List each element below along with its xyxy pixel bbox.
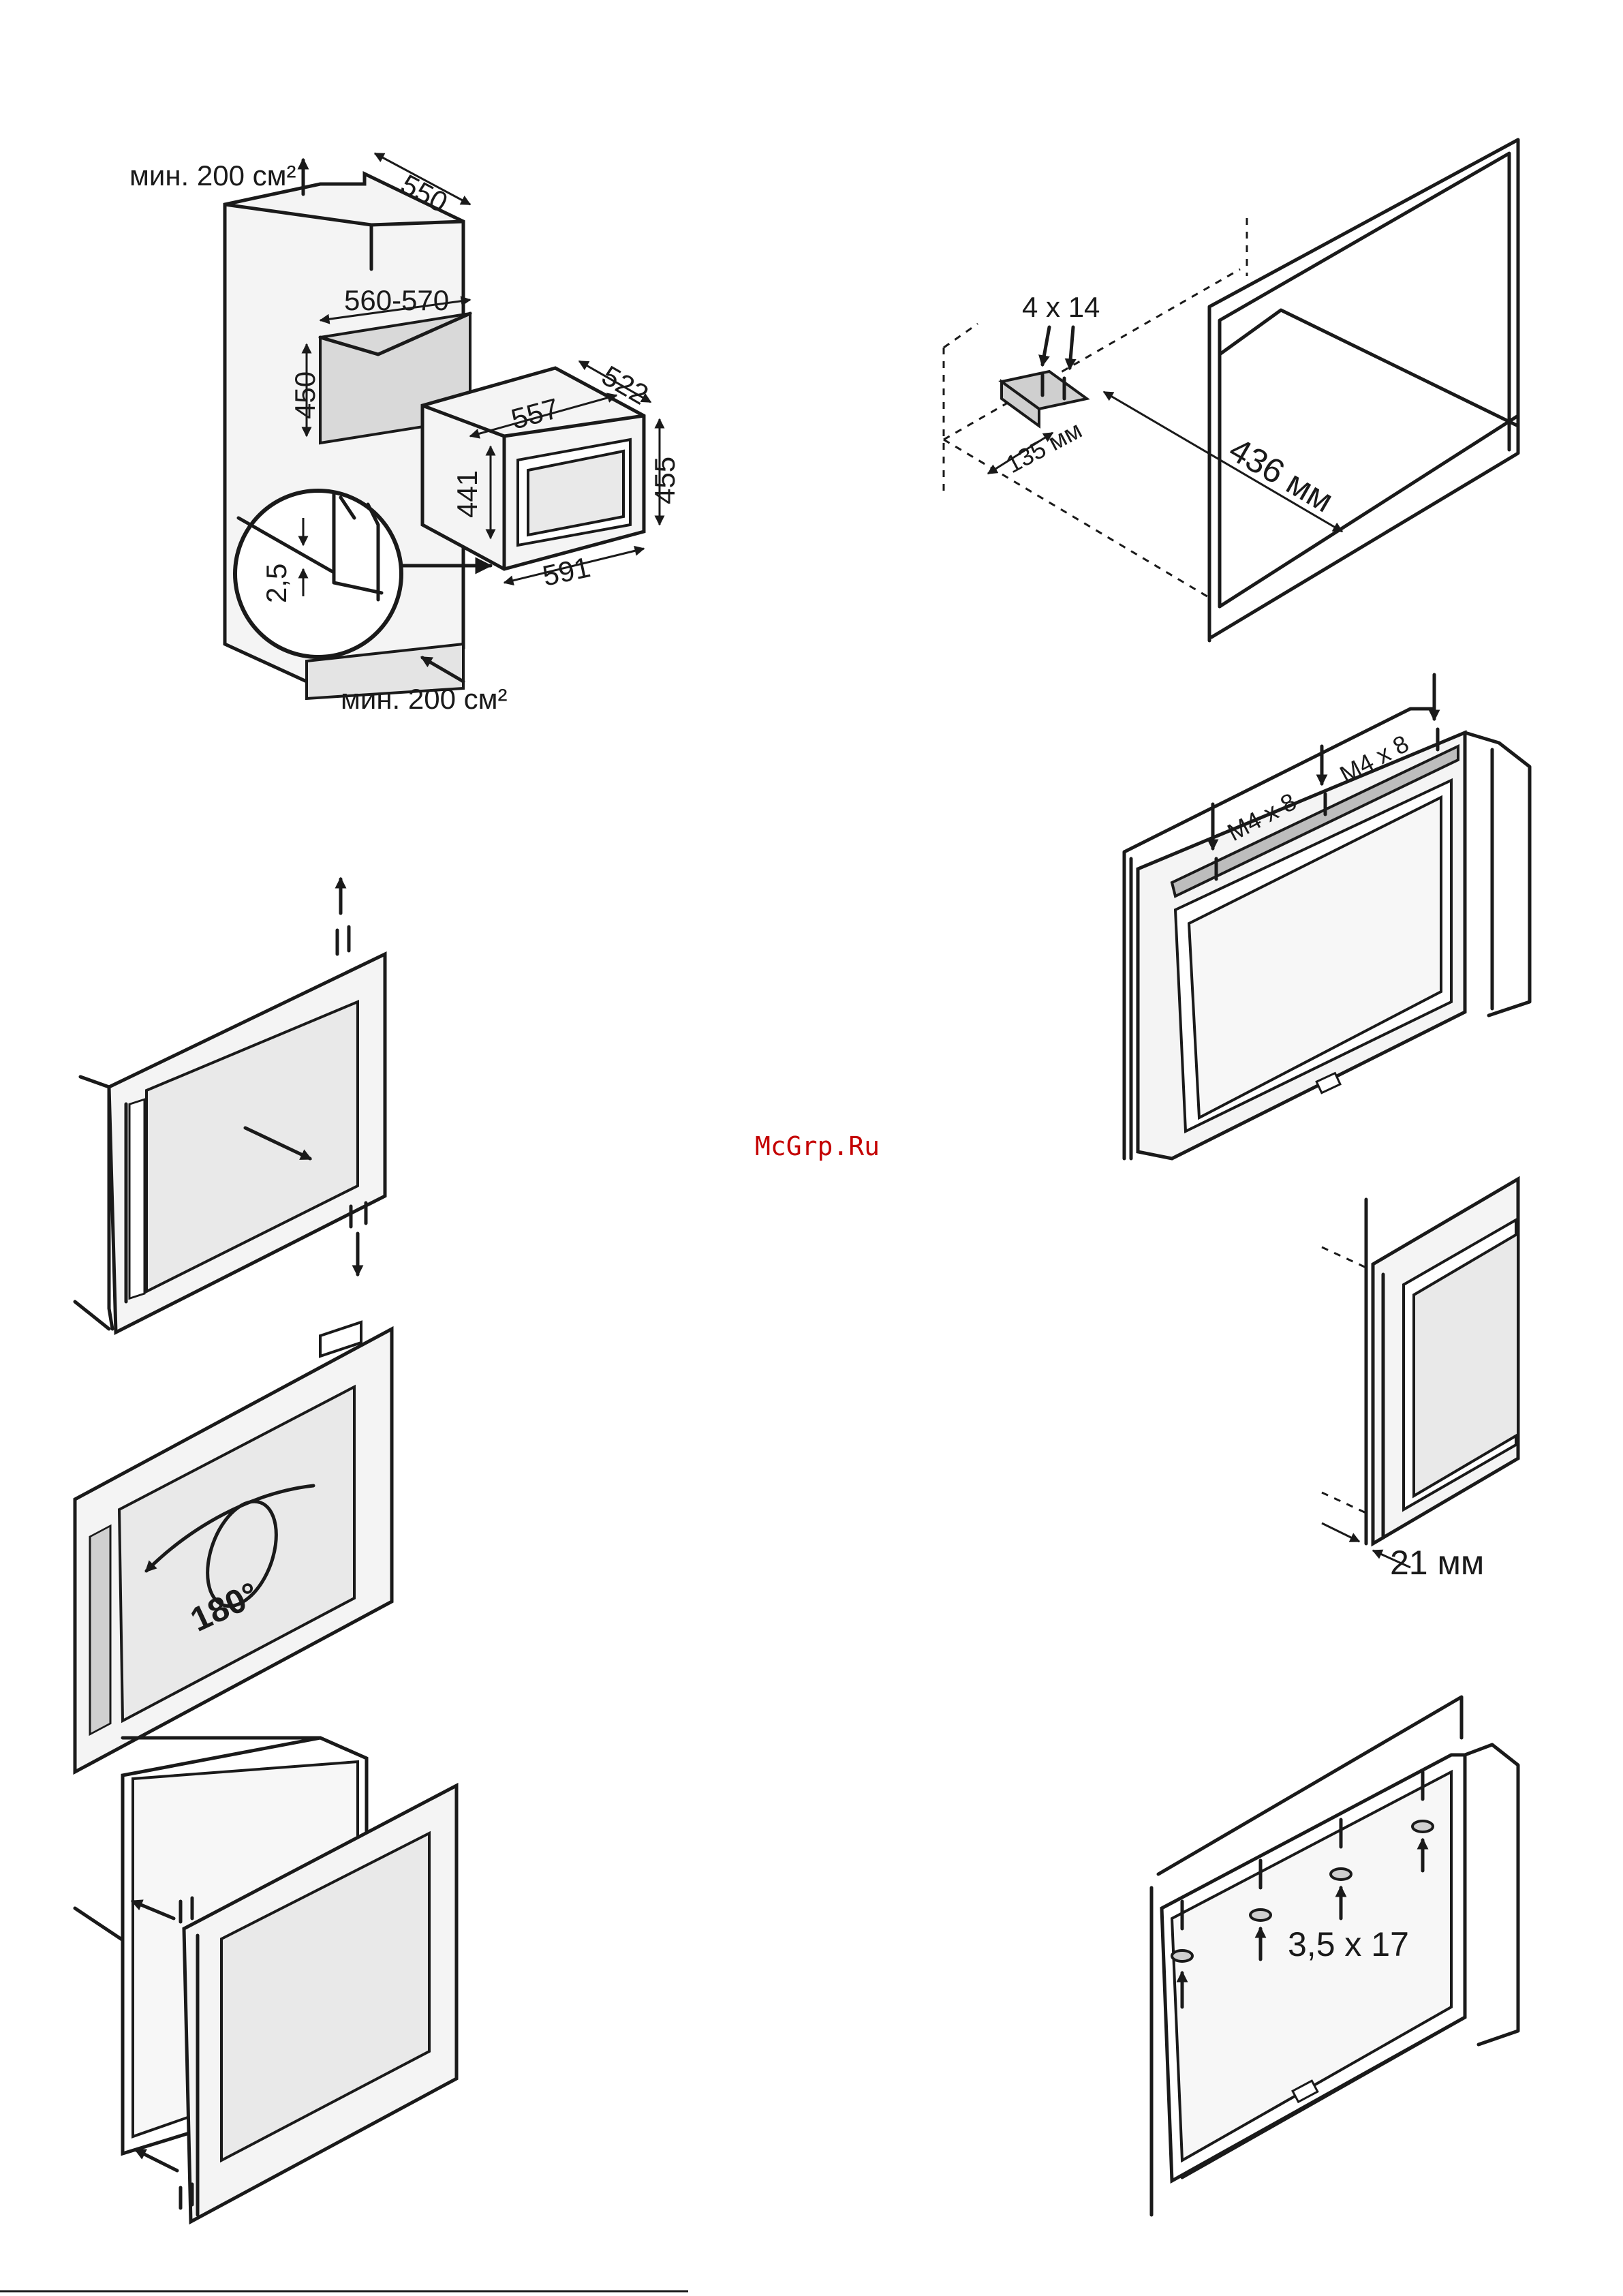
figure-remove-door xyxy=(75,879,385,1332)
niche-height-label: 450 xyxy=(289,371,321,419)
vent-top-label: мин. 200 см² xyxy=(129,159,296,192)
figure-refit-door xyxy=(75,1738,457,2222)
niche-width-label: 560-570 xyxy=(344,284,449,316)
unit-height-label: 455 xyxy=(649,457,681,504)
figure-top-screws: M4 x 8 M4 x 8 xyxy=(1124,675,1530,1159)
figure-rotate-door: 180° xyxy=(75,1322,392,1772)
figure-mounting-bracket: 4 x 14 135 мм 436 мм xyxy=(944,140,1518,641)
vent-bottom-label: мин. 200 см² xyxy=(341,683,507,715)
door-gap-label: 21 мм xyxy=(1390,1544,1484,1582)
gap-label: 2,5 xyxy=(260,564,292,603)
watermark: McGrp.Ru xyxy=(755,1131,880,1161)
bracket-screw-label: 4 x 14 xyxy=(1022,291,1100,323)
bracket-offset-label: 135 мм xyxy=(1002,416,1087,478)
bracket-depth-label: 436 мм xyxy=(1223,430,1340,520)
figure-niche-dimensions: 550 мин. 200 см² 560-570 450 557 522 441… xyxy=(129,153,681,715)
figure-door-gap: 21 мм xyxy=(1322,1179,1518,1582)
unit-height-inner-label: 441 xyxy=(451,470,483,518)
figure-bottom-screws: 3,5 x 17 xyxy=(1151,1697,1518,2215)
bottom-screw-label: 3,5 x 17 xyxy=(1288,1925,1409,1963)
